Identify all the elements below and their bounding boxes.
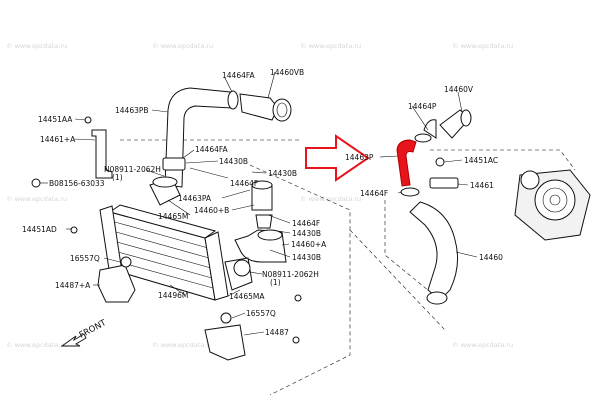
part-label: N08911-2062H bbox=[104, 165, 161, 174]
part-label: 14460VB bbox=[270, 68, 304, 77]
part-label: 14487+A bbox=[55, 281, 91, 290]
red-outline-arrow-icon bbox=[305, 134, 370, 182]
watermark: © www.epcdata.ru bbox=[152, 42, 213, 50]
part-label: 14464F bbox=[230, 179, 258, 188]
part-label: 14464P bbox=[408, 102, 437, 111]
part-label: 14496M bbox=[158, 291, 188, 300]
part-label: 14430B bbox=[292, 253, 321, 262]
watermark: © www.epcdata.ru bbox=[6, 195, 67, 203]
part-label: 14464FA bbox=[195, 145, 228, 154]
part-label: 14461 bbox=[470, 181, 494, 190]
watermark: © www.epcdata.ru bbox=[300, 42, 361, 50]
part-label: 14465MA bbox=[229, 292, 265, 301]
part-label: 14451AA bbox=[38, 115, 73, 124]
dashed-guide bbox=[249, 164, 351, 396]
part-label: 14460+B bbox=[194, 206, 229, 215]
part-label: 14463PA bbox=[178, 194, 212, 203]
watermark: © www.epcdata.ru bbox=[452, 42, 513, 50]
middle-hoses bbox=[149, 176, 287, 291]
part-label: 14430B bbox=[292, 229, 321, 238]
part-label: 14430B bbox=[268, 169, 297, 178]
part-label: 14463PB bbox=[115, 106, 149, 115]
part-label: (1) bbox=[270, 278, 281, 287]
highlighted-hose-14463P bbox=[396, 139, 417, 187]
brackets bbox=[31, 116, 302, 361]
part-label: 14460 bbox=[479, 253, 503, 262]
part-label: 14451AD bbox=[22, 225, 57, 234]
front-direction-arrow-icon bbox=[60, 333, 87, 347]
watermark: © www.epcdata.ru bbox=[152, 341, 213, 349]
part-label: 14464F bbox=[360, 189, 388, 198]
watermark: © www.epcdata.ru bbox=[300, 195, 361, 203]
part-label: 14463P bbox=[345, 153, 374, 162]
dashed-guide bbox=[349, 229, 446, 331]
part-label: 14461+A bbox=[40, 135, 76, 144]
dashed-guide bbox=[430, 149, 576, 171]
upper-hose bbox=[162, 87, 292, 188]
right-assembly bbox=[396, 109, 591, 305]
watermark: © www.epcdata.ru bbox=[452, 341, 513, 349]
part-label: 14487 bbox=[265, 328, 289, 337]
part-label: 14464FA bbox=[222, 71, 255, 80]
part-label: 16557Q bbox=[246, 309, 276, 318]
leader-lines bbox=[40, 71, 478, 336]
watermark: © www.epcdata.ru bbox=[6, 42, 67, 50]
part-label: 16557Q bbox=[70, 254, 100, 263]
part-label: 14460V bbox=[444, 85, 474, 94]
part-label: (1) bbox=[112, 173, 123, 182]
part-label: 14430B bbox=[219, 157, 248, 166]
part-label: 14451AC bbox=[464, 156, 498, 165]
watermark: © www.epcdata.ru bbox=[6, 341, 67, 349]
front-label: FRONT bbox=[78, 318, 109, 341]
part-label: 14464F bbox=[292, 219, 320, 228]
part-label: 14465M bbox=[158, 212, 188, 221]
part-label: B08156-63033 bbox=[49, 179, 105, 188]
part-label: N08911-2062H bbox=[262, 270, 319, 279]
part-label: 14460+A bbox=[291, 240, 327, 249]
